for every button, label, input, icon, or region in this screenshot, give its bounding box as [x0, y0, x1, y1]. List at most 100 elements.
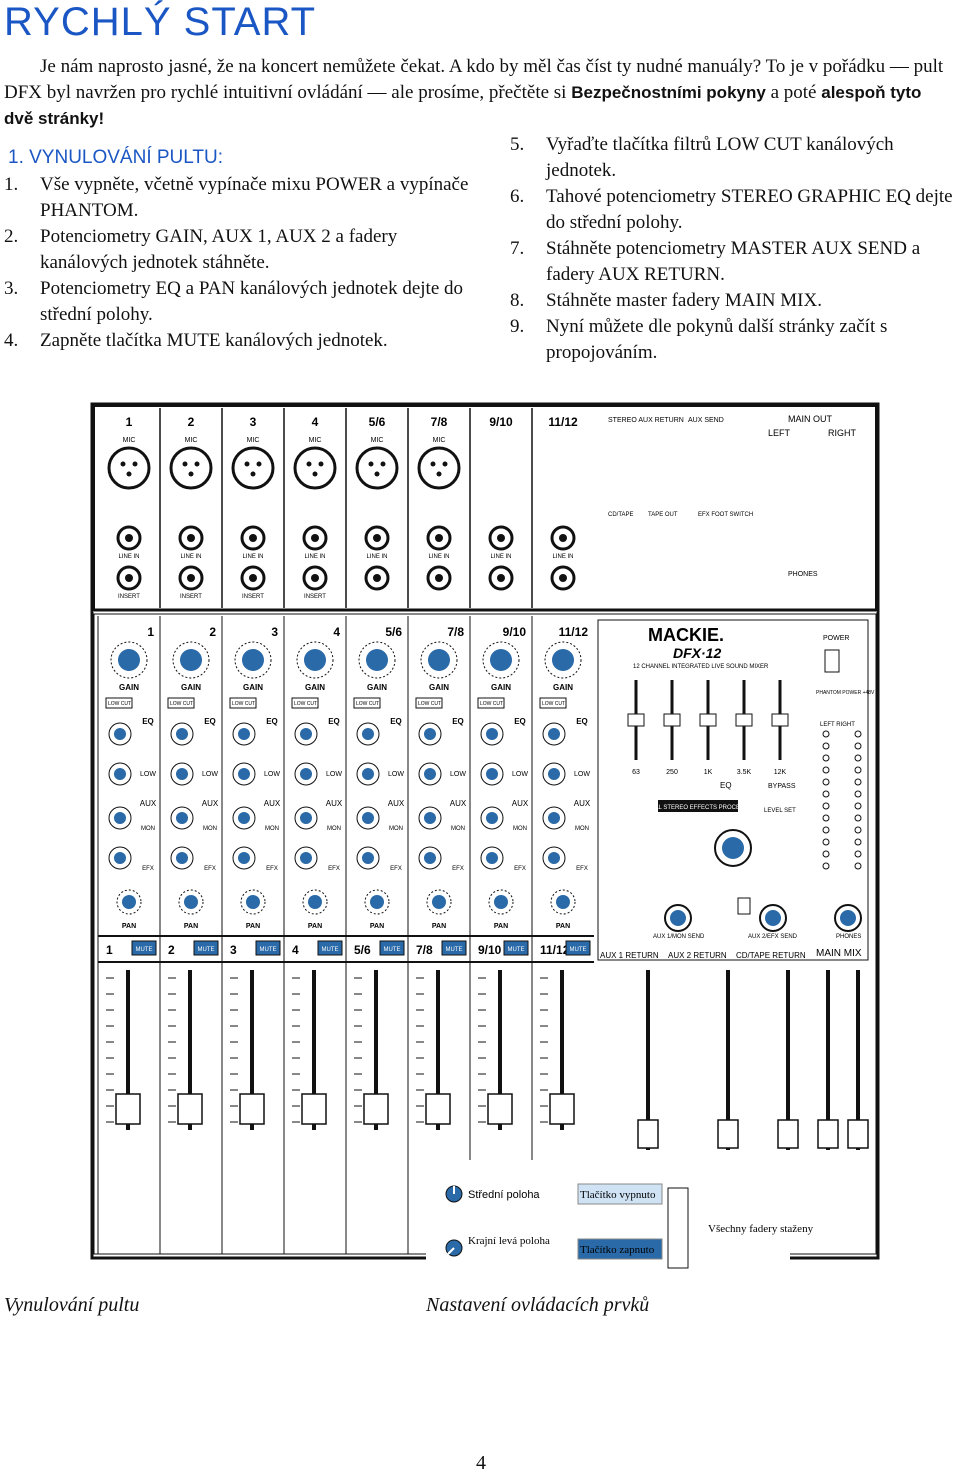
jack-center [249, 534, 257, 542]
meter-led [822, 862, 830, 870]
aux-label: AUX [202, 799, 219, 808]
low-knob [486, 768, 498, 780]
geq-slider-cap [699, 713, 717, 727]
channel-number: 7/8 [447, 625, 464, 639]
brand-logo: MACKIE. [648, 625, 724, 645]
mic-label: MIC [123, 437, 136, 444]
channel-number: 3 [271, 625, 278, 639]
xlr-jack [293, 446, 337, 490]
master-fader-cap [637, 1119, 659, 1149]
meter-led [854, 814, 862, 822]
step-number: 3. [4, 278, 19, 299]
phones-jack-label: PHONES [788, 571, 818, 578]
pan-knob [308, 895, 322, 909]
insert-label: INSERT [242, 594, 264, 600]
meter-led [822, 802, 830, 810]
step-text: Stáhněte potenciometry MASTER AUX SEND a… [546, 238, 921, 285]
eq-label: EQ [576, 717, 588, 726]
mute-label: MUTE [322, 947, 339, 953]
meter-led [854, 778, 862, 786]
low-cut-label: LOW CUT [170, 701, 193, 707]
aux-send-label: AUX SEND [688, 417, 724, 424]
eq-label: EQ [142, 717, 154, 726]
fader-cap [425, 1093, 451, 1125]
legend: Střední poloha Tlačítko vypnuto Krajní l… [426, 1160, 814, 1270]
master-fader-track [856, 970, 860, 1150]
channel-number-top: 2 [188, 415, 195, 429]
pan-label: PAN [122, 923, 136, 930]
mute-button [379, 940, 405, 956]
mixer-subtitle: 12 CHANNEL INTEGRATED LIVE SOUND MIXER [633, 664, 769, 670]
mute-label: MUTE [508, 947, 525, 953]
fader-track [126, 970, 130, 1130]
eq-label: EQ [390, 717, 402, 726]
geq-slider-cap [627, 713, 645, 727]
master-section: MACKIE. DFX·12 12 CHANNEL INTEGRATED LIV… [597, 619, 875, 961]
line-in-label: LINE IN [180, 554, 201, 560]
gain-label: GAIN [429, 683, 449, 692]
step-number: 4. [4, 330, 19, 351]
intro-bold-2: alespoň tyto dvě stránky! [4, 83, 922, 128]
jack-center [249, 574, 257, 582]
low-cut-label: LOW CUT [294, 701, 317, 707]
aux-label: AUX [326, 799, 343, 808]
mute-channel-number: 5/6 [354, 943, 371, 957]
intro-paragraph: Je nám naprosto jasné, že na koncert nem… [4, 54, 954, 132]
pan-label: PAN [184, 923, 198, 930]
low-knob [362, 768, 374, 780]
channel-number: 2 [209, 625, 216, 639]
aux-label: AUX [264, 799, 281, 808]
xlr-pin [126, 471, 132, 477]
meter-led [822, 754, 830, 762]
aux1-return-label: AUX 1 RETURN [600, 951, 659, 960]
meter-led [854, 826, 862, 834]
fader-track [312, 970, 316, 1130]
insert-label: INSERT [304, 594, 326, 600]
step-number: 9. [510, 316, 525, 337]
mute-label: MUTE [446, 947, 463, 953]
low-label: LOW [450, 771, 466, 778]
meter-led [822, 814, 830, 822]
jack-center [311, 574, 319, 582]
master-fader-cap [847, 1119, 869, 1149]
master-fader-track [786, 970, 790, 1150]
mon-label: MON [265, 826, 279, 832]
aux2-efx-send-label: AUX 2/EFX SEND [748, 934, 798, 940]
fader-track [560, 970, 564, 1130]
jack-center [373, 534, 381, 542]
jack-center [125, 574, 133, 582]
step-text: Potenciometry GAIN, AUX 1, AUX 2 a fader… [40, 226, 398, 273]
mute-button [317, 940, 343, 956]
channel-number-top: 11/12 [548, 415, 578, 429]
xlr-jack [231, 446, 275, 490]
mute-button [503, 940, 529, 956]
efx-processor-label: DIGITAL STEREO EFFECTS PROCESSOR [639, 805, 758, 811]
pan-label: PAN [556, 923, 570, 930]
step-item: 8.Stáhněte master fadery MAIN MIX. [510, 288, 955, 314]
low-label: LOW [264, 771, 280, 778]
mon-label: MON [327, 826, 341, 832]
model-name: DFX·12 [673, 645, 721, 661]
efx-label: EFX [514, 866, 526, 872]
step-item: 2.Potenciometry GAIN, AUX 1, AUX 2 a fad… [4, 224, 474, 276]
mute-label: MUTE [384, 947, 401, 953]
low-cut-button [539, 697, 567, 709]
aux2-return-label: AUX 2 RETURN [668, 951, 727, 960]
xlr-pin [436, 471, 442, 477]
connector-panel [93, 405, 877, 611]
xlr-pin [132, 461, 138, 467]
xlr-pin [188, 471, 194, 477]
xlr-pin [368, 461, 374, 467]
efx-label: EFX [576, 866, 588, 872]
steps-right: 5.Vyřaďte tlačítka filtrů LOW CUT kanálo… [510, 132, 955, 366]
channel-number: 1 [147, 625, 154, 639]
pan-label: PAN [370, 923, 384, 930]
xlr-pin [256, 461, 262, 467]
channel-number: 5/6 [385, 625, 402, 639]
mute-channel-number: 4 [292, 943, 299, 957]
aux1-knob [486, 812, 498, 824]
fader-cap [549, 1093, 575, 1125]
eq-label: EQ [204, 717, 216, 726]
step-item: 6.Tahové potenciometry STEREO GRAPHIC EQ… [510, 184, 955, 236]
